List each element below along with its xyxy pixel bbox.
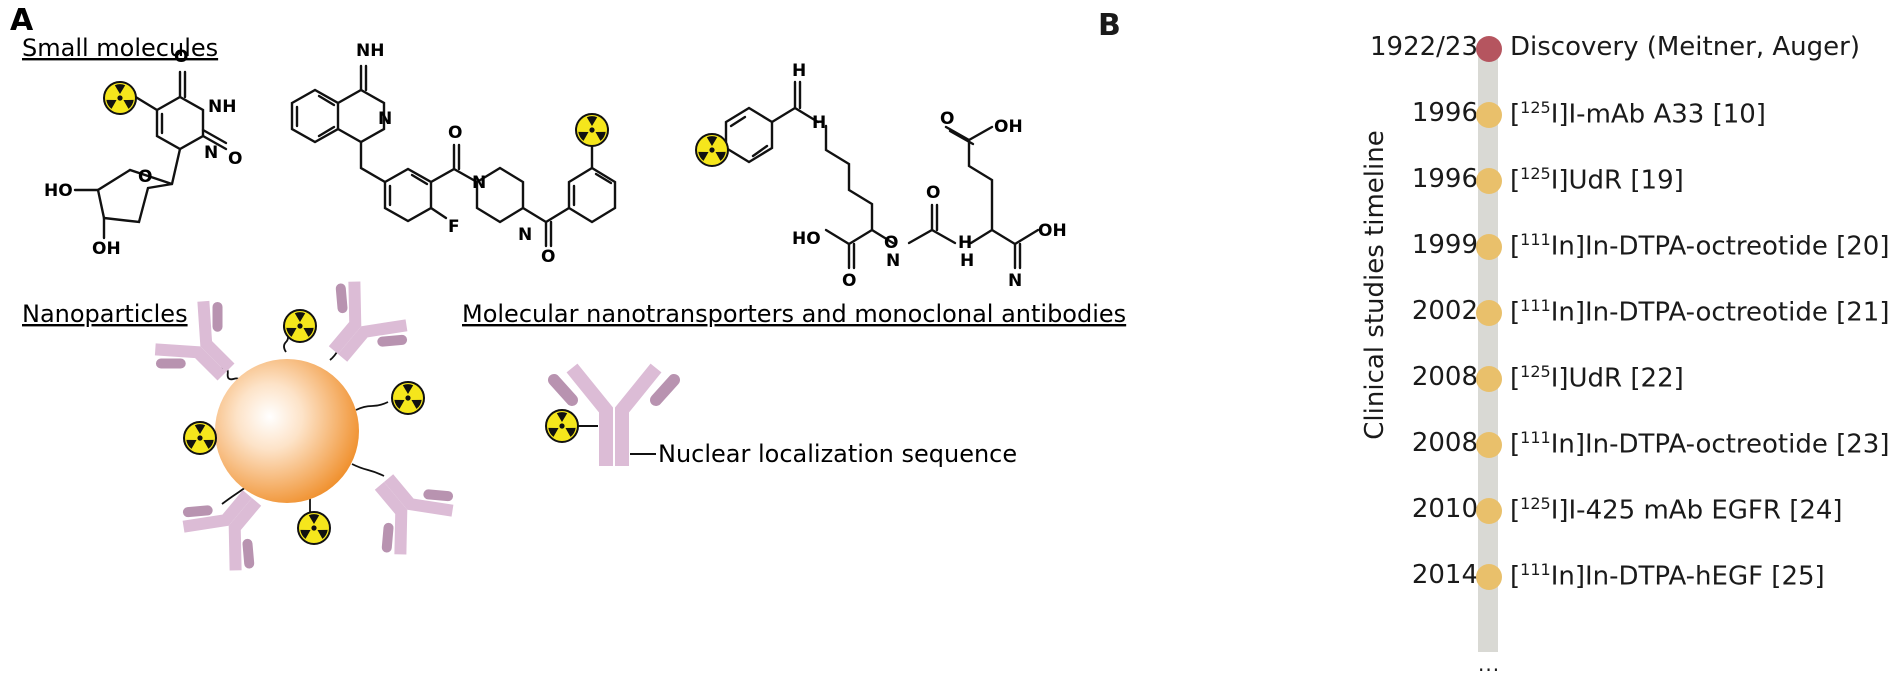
atom-label: HO	[44, 181, 73, 201]
panel-a-label: A	[10, 3, 34, 38]
timeline-year: 2014	[1411, 560, 1478, 590]
timeline-event-label: [111In]In-DTPA-octreotide [21]	[1510, 296, 1890, 328]
timeline-event-label: [111In]In-DTPA-octreotide [23]	[1510, 428, 1890, 460]
timeline-year: 2010	[1411, 494, 1478, 524]
atom-label: O	[448, 123, 462, 143]
timeline-event-label: [125I]UdR [22]	[1510, 362, 1684, 394]
panel-b-label: B	[1098, 8, 1121, 43]
atom-label: O	[884, 233, 898, 253]
timeline-event: 2008 [125I]UdR [22]	[1330, 360, 1890, 400]
radiation-icon	[695, 133, 729, 167]
section-nanoparticles: Nanoparticles	[22, 300, 188, 328]
isotope-mass-number: 125	[1520, 164, 1551, 183]
timeline-marker-icon	[1476, 300, 1502, 326]
radiation-icon	[183, 421, 217, 455]
atom-label: N	[886, 251, 900, 271]
timeline-event-label: [111In]In-DTPA-octreotide [20]	[1510, 230, 1890, 262]
atom-label: OH	[994, 117, 1023, 137]
isotope-mass-number: 125	[1520, 494, 1551, 513]
panel-a-figure: A Small molecules Nanoparticles Molecula…	[10, 3, 1126, 676]
atom-label: N	[1008, 271, 1022, 291]
atom-label: O	[842, 271, 856, 291]
timeline-event-label: [125I]I-425 mAb EGFR [24]	[1510, 494, 1843, 526]
timeline-event: 1999 [111In]In-DTPA-octreotide [20]	[1330, 228, 1890, 268]
atom-label: OH	[92, 239, 121, 259]
timeline-marker-icon	[1476, 498, 1502, 524]
timeline-event: 1996 [125I]UdR [19]	[1330, 162, 1890, 202]
antibody-nls-assembly	[545, 363, 680, 466]
timeline-event-label: [125I]UdR [19]	[1510, 164, 1684, 196]
timeline-marker-icon	[1476, 36, 1502, 62]
timeline-marker-icon	[1476, 366, 1502, 392]
atom-label: O	[541, 247, 555, 267]
timeline-marker-icon	[1476, 102, 1502, 128]
atom-label: H	[812, 113, 826, 133]
atom-label: HO	[792, 229, 821, 249]
timeline-year: 1996	[1411, 164, 1478, 194]
isotope-mass-number: 111	[1520, 428, 1551, 447]
molecule-udr	[73, 70, 228, 240]
atom-label: O	[138, 167, 152, 187]
atom-label: O	[940, 109, 954, 129]
molecule-olaparib	[290, 64, 617, 248]
radiation-icon	[283, 309, 317, 343]
timeline-year: 2008	[1411, 428, 1478, 458]
section-nanotransporters: Molecular nanotransporters and monoclona…	[462, 300, 1126, 328]
atom-label: H	[792, 61, 806, 81]
atom-label: N	[204, 143, 218, 163]
timeline-event: 2008 [111In]In-DTPA-octreotide [23]	[1330, 426, 1890, 466]
nanoparticle-assembly	[151, 278, 457, 575]
atom-label: NH	[208, 97, 236, 117]
radiation-icon	[103, 81, 137, 115]
timeline-event-label: [125I]I-mAb A33 [10]	[1510, 98, 1766, 130]
timeline-continuation: ...	[1478, 652, 1501, 676]
antibody-icon	[307, 278, 411, 380]
timeline-year: 1996	[1411, 98, 1478, 128]
atom-label: O	[926, 183, 940, 203]
isotope-mass-number: 111	[1520, 560, 1551, 579]
timeline-event: 1996 [125I]I-mAb A33 [10]	[1330, 96, 1890, 136]
radiation-icon	[575, 113, 609, 147]
timeline-marker-icon	[1476, 432, 1502, 458]
timeline-event: 2014 [111In]In-DTPA-hEGF [25]	[1330, 558, 1890, 598]
nls-label: Nuclear localization sequence	[658, 440, 1017, 468]
timeline-marker-icon	[1476, 168, 1502, 194]
timeline-year: 1999	[1411, 230, 1478, 260]
timeline-event-label: Discovery (Meitner, Auger)	[1510, 32, 1860, 62]
atom-label: F	[448, 217, 460, 237]
isotope-mass-number: 125	[1520, 362, 1551, 381]
atom-label: N	[472, 173, 486, 193]
radiation-icon	[545, 409, 579, 443]
antibody-icon	[353, 456, 457, 558]
nanoparticle-icon	[215, 359, 359, 503]
timeline-event-label: [111In]In-DTPA-hEGF [25]	[1510, 560, 1825, 592]
molecule-psma-ligand	[724, 80, 1040, 270]
atom-label: N	[518, 225, 532, 245]
timeline-marker-icon	[1476, 564, 1502, 590]
radiation-icon	[297, 511, 331, 545]
timeline-event: 2002 [111In]In-DTPA-octreotide [21]	[1330, 294, 1890, 334]
atom-label: H	[958, 233, 972, 253]
timeline-event: 1922/23 Discovery (Meitner, Auger)	[1330, 30, 1890, 70]
timeline-year: 2008	[1411, 362, 1478, 392]
atom-label: NH	[356, 41, 384, 61]
isotope-mass-number: 125	[1520, 98, 1551, 117]
atom-label: H	[960, 251, 974, 271]
timeline-event: 2010 [125I]I-425 mAb EGFR [24]	[1330, 492, 1890, 532]
isotope-mass-number: 111	[1520, 296, 1551, 315]
atom-label: N	[378, 109, 392, 129]
section-small-molecules: Small molecules	[22, 34, 218, 62]
atom-label: O	[174, 47, 188, 67]
timeline-year: 1922/23	[1369, 32, 1478, 62]
timeline-marker-icon	[1476, 234, 1502, 260]
radiation-icon	[391, 381, 425, 415]
isotope-mass-number: 111	[1520, 230, 1551, 249]
timeline-year: 2002	[1411, 296, 1478, 326]
atom-label: O	[228, 149, 242, 169]
atom-label: OH	[1038, 221, 1067, 241]
